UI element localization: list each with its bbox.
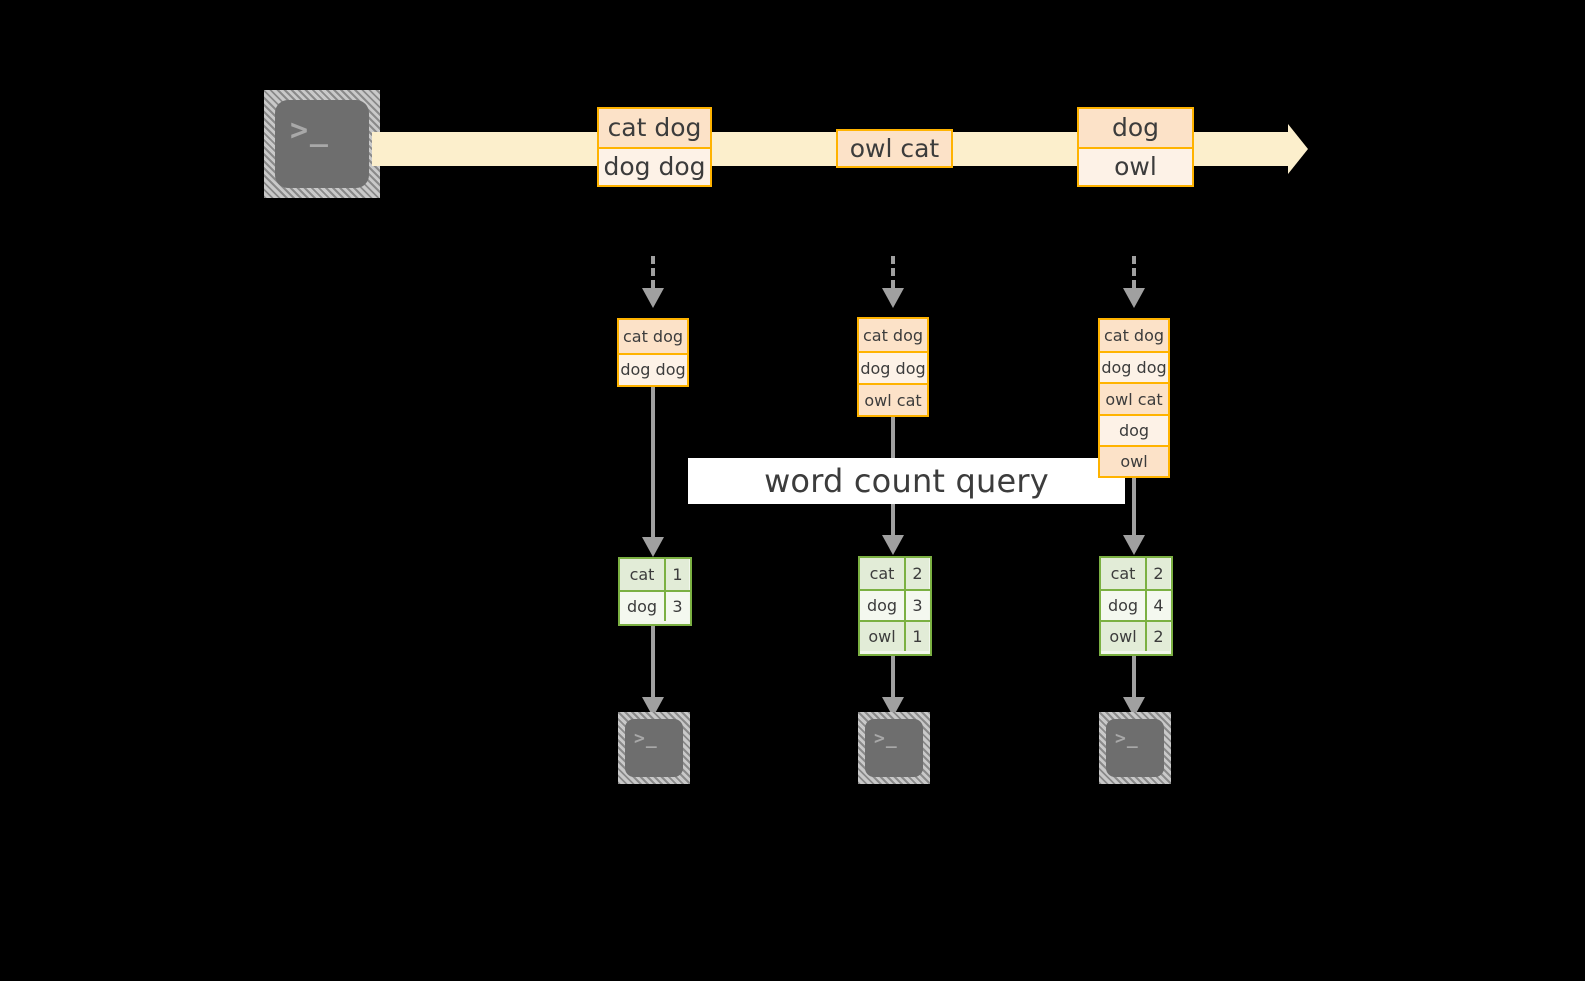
snapshot-3-feed-line	[1132, 256, 1136, 288]
snapshot-2-result-table: cat 2 dog 3 owl 1	[858, 556, 932, 656]
snapshot-1-feed-arrowhead	[642, 288, 664, 308]
snapshot-1-feed-line	[651, 256, 655, 288]
table-row: owl 2	[1101, 620, 1171, 651]
result-count: 2	[1145, 558, 1170, 589]
input-line: dog dog	[1100, 351, 1168, 383]
result-count: 2	[1145, 622, 1170, 651]
input-line: dog	[1100, 413, 1168, 445]
terminal-prompt-glyph: >_	[290, 113, 330, 148]
table-row: cat 2	[860, 558, 930, 589]
snapshot-2-sink-terminal-icon[interactable]: >_	[858, 712, 930, 784]
result-word: cat	[1101, 558, 1145, 589]
source-terminal-icon[interactable]: >_	[264, 90, 380, 198]
stream-record-3: dog owl	[1077, 107, 1194, 187]
input-line: owl cat	[1100, 382, 1168, 414]
snapshot-3-input-box: cat dog dog dog owl cat dog owl	[1098, 318, 1170, 478]
input-line: cat dog	[859, 319, 927, 351]
result-word: cat	[860, 558, 904, 589]
snapshot-3-feed-arrowhead	[1123, 288, 1145, 308]
snapshot-1-sink-line	[651, 626, 655, 700]
result-word: cat	[620, 559, 664, 590]
snapshot-3-result-table: cat 2 dog 4 owl 2	[1099, 556, 1173, 656]
snapshot-3-sink-terminal-icon[interactable]: >_	[1099, 712, 1171, 784]
table-row: owl 1	[860, 620, 930, 651]
stream-record-2: owl cat	[836, 129, 953, 168]
terminal-screen	[275, 100, 369, 188]
snapshot-2-feed-arrowhead	[882, 288, 904, 308]
record-line: dog	[1079, 109, 1192, 147]
query-label-text: word count query	[764, 462, 1049, 500]
input-line: owl	[1100, 444, 1168, 477]
input-line: dog dog	[859, 351, 927, 383]
result-count: 4	[1145, 591, 1170, 620]
snapshot-2-query-arrowhead	[882, 535, 904, 555]
table-row: cat 2	[1101, 558, 1171, 589]
result-count: 1	[664, 559, 689, 590]
snapshot-1-query-line	[651, 387, 655, 542]
stream-arrowhead	[1288, 124, 1308, 174]
stream-record-1: cat dog dog dog	[597, 107, 712, 187]
input-line: owl cat	[859, 383, 927, 415]
input-line: cat dog	[619, 320, 687, 353]
input-line: cat dog	[1100, 320, 1168, 352]
record-line: dog dog	[599, 146, 710, 185]
table-row: dog 3	[620, 590, 690, 621]
terminal-screen	[865, 719, 923, 777]
result-count: 3	[904, 591, 929, 620]
result-word: dog	[860, 591, 904, 620]
result-count: 1	[904, 622, 929, 651]
snapshot-3-query-line	[1132, 475, 1136, 540]
result-count: 3	[664, 592, 689, 621]
terminal-screen	[625, 719, 683, 777]
result-word: dog	[620, 592, 664, 621]
input-line: dog dog	[619, 352, 687, 385]
snapshot-3-query-arrowhead	[1123, 535, 1145, 555]
table-row: dog 4	[1101, 589, 1171, 620]
snapshot-1-input-box: cat dog dog dog	[617, 318, 689, 387]
record-line: owl	[1079, 146, 1192, 185]
terminal-screen	[1106, 719, 1164, 777]
snapshot-1-query-arrowhead	[642, 537, 664, 557]
result-word: dog	[1101, 591, 1145, 620]
snapshot-3-sink-line	[1132, 656, 1136, 700]
result-count: 2	[904, 558, 929, 589]
table-row: dog 3	[860, 589, 930, 620]
terminal-prompt-glyph: >_	[874, 728, 898, 749]
snapshot-1-sink-terminal-icon[interactable]: >_	[618, 712, 690, 784]
snapshot-2-input-box: cat dog dog dog owl cat	[857, 317, 929, 417]
query-label-band: word count query	[688, 458, 1125, 504]
result-word: owl	[860, 622, 904, 651]
result-word: owl	[1101, 622, 1145, 651]
record-line: cat dog	[599, 109, 710, 147]
snapshot-1-result-table: cat 1 dog 3	[618, 557, 692, 626]
snapshot-2-sink-line	[891, 656, 895, 700]
terminal-prompt-glyph: >_	[634, 728, 658, 749]
table-row: cat 1	[620, 559, 690, 590]
snapshot-2-feed-line	[891, 256, 895, 288]
terminal-prompt-glyph: >_	[1115, 728, 1139, 749]
record-line: owl cat	[838, 131, 951, 166]
